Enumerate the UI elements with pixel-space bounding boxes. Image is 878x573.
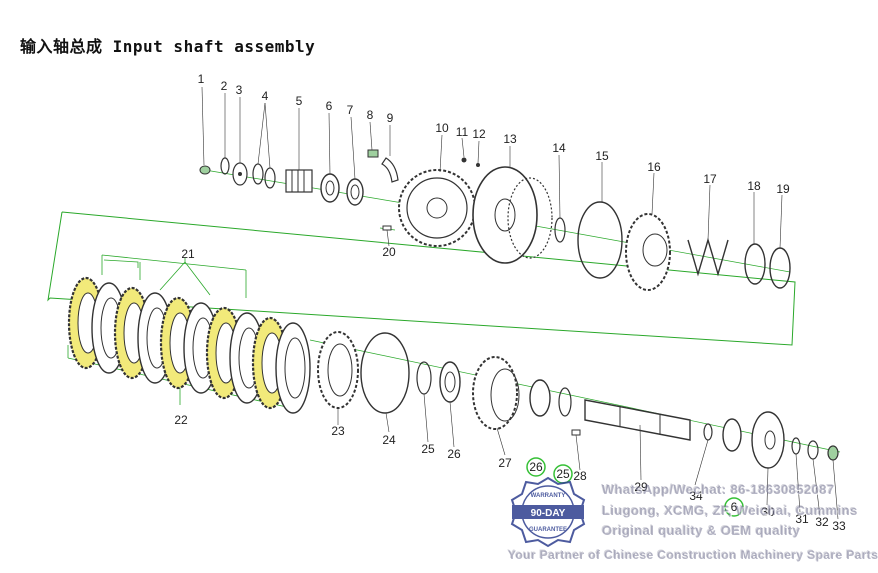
part-label-12: 12 — [472, 127, 486, 141]
part-9-clip — [381, 157, 399, 183]
disc-bore — [284, 337, 306, 399]
part-label-1: 1 — [198, 72, 205, 86]
bracket-lines-21 — [101, 254, 247, 298]
part-24-snap-ring — [360, 332, 410, 414]
part-label-22: 22 — [174, 413, 188, 427]
part-4-rings — [252, 163, 276, 189]
part-23-gear — [317, 331, 359, 409]
part-label-30: 30 — [761, 505, 775, 519]
warranty-badge: WARRANTY 90-DAY GUARANTEE — [510, 476, 586, 548]
disc-pack-bracket-21 — [103, 259, 139, 268]
badge-top-text: WARRANTY — [531, 493, 566, 499]
part-label-31: 31 — [795, 512, 809, 526]
part-13-clutch-drum — [472, 166, 553, 264]
watermark-tagline: Your Partner of Chinese Construction Mac… — [508, 548, 878, 562]
part-label-13: 13 — [503, 132, 517, 146]
watermark-brands: Liugong, XCMG, ZF, Weichai, Cummins — [602, 503, 858, 518]
part-label-19: 19 — [776, 182, 790, 196]
part-34-oring — [703, 423, 713, 441]
part-label-14: 14 — [552, 141, 566, 155]
disc-pack — [67, 276, 311, 414]
part-label-4: 4 — [262, 89, 269, 103]
part-label-24: 24 — [382, 433, 396, 447]
part-label-10: 10 — [435, 121, 449, 135]
part-label-28: 28 — [573, 469, 587, 483]
callout-label-25: 25 — [556, 467, 570, 481]
part-6-bearing — [320, 173, 340, 203]
part-20-pin — [382, 225, 392, 231]
part-label-18: 18 — [747, 179, 761, 193]
part-32-lockplate — [807, 440, 819, 460]
badge-bottom-text: GUARANTEE — [529, 527, 567, 533]
part-3-plate — [232, 162, 248, 186]
part-label-29: 29 — [634, 480, 648, 494]
part-label-23: 23 — [331, 424, 345, 438]
part-28-pin — [571, 429, 581, 436]
part-2-washer — [220, 157, 230, 175]
part-29-input-shaft — [584, 399, 691, 441]
callout-circle-6 — [724, 497, 744, 517]
part-15-ring — [577, 201, 623, 279]
part-5-bushing — [285, 169, 313, 193]
part-label-6: 6 — [326, 99, 333, 113]
part-8-plug — [367, 149, 379, 158]
part-label-26: 26 — [447, 447, 461, 461]
part-label-34: 34 — [689, 489, 703, 503]
part-7-bearing — [346, 178, 364, 206]
callout-label-26: 26 — [529, 460, 543, 474]
part-25b-ring — [558, 387, 572, 417]
part-label-25: 25 — [421, 442, 435, 456]
part-6b-bearing — [722, 418, 742, 452]
part-26b-bearing — [529, 379, 551, 417]
part-label-9: 9 — [387, 111, 394, 125]
part-1-bolt — [199, 165, 211, 175]
part-10-gear — [398, 169, 476, 247]
part-label-3: 3 — [236, 83, 243, 97]
part-18-washer — [744, 243, 766, 285]
part-31-washer — [791, 437, 801, 455]
part-label-5: 5 — [296, 94, 303, 108]
upper-assembly-frame — [47, 211, 796, 346]
badge-middle-text: 90-DAY — [531, 508, 566, 519]
part-11-12-pins — [461, 157, 480, 167]
part-label-7: 7 — [347, 103, 354, 117]
part-label-32: 32 — [815, 515, 829, 529]
part-25-ring — [416, 361, 432, 395]
leader-lines — [201, 86, 839, 520]
callout-label-6: 6 — [731, 500, 738, 514]
part-label-17: 17 — [703, 172, 717, 186]
page-title: 输入轴总成 Input shaft assembly — [20, 37, 316, 56]
watermark-contact: WhatsApp/Wechat: 86-18630852087 — [602, 482, 835, 497]
part-27-gear — [472, 356, 520, 430]
part-label-27: 27 — [498, 456, 512, 470]
part-33-nut — [827, 445, 839, 461]
part-label-21: 21 — [181, 247, 195, 261]
part-label-20: 20 — [382, 245, 396, 259]
part-label-15: 15 — [595, 149, 609, 163]
part-19-snap-ring — [769, 247, 791, 289]
callout-circle-26 — [526, 457, 546, 477]
part-26-bearing — [439, 361, 461, 403]
part-16-gear — [625, 213, 671, 291]
part-label-16: 16 — [647, 160, 661, 174]
part-label-33: 33 — [832, 519, 846, 533]
part-label-8: 8 — [367, 108, 374, 122]
part-label-11: 11 — [456, 125, 469, 139]
watermark-quality: Original quality & OEM quality — [602, 523, 801, 538]
part-label-2: 2 — [221, 79, 228, 93]
part-30-flange — [751, 411, 785, 469]
